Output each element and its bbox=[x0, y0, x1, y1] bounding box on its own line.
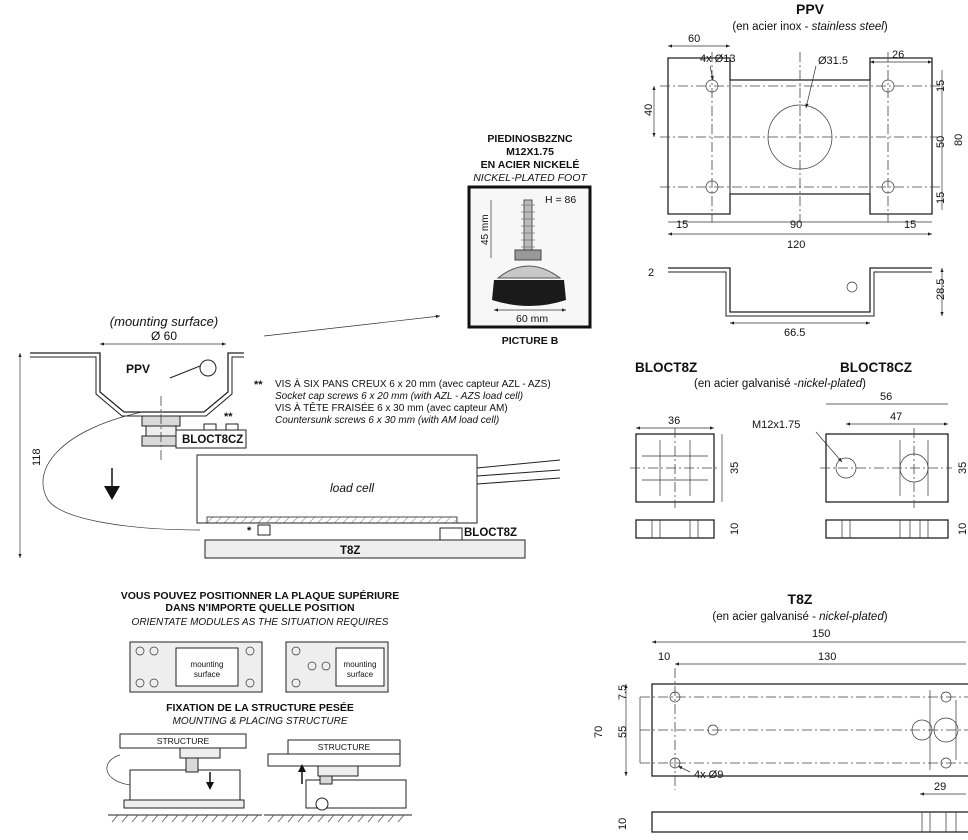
assembly-t8z-label: T8Z bbox=[340, 545, 360, 557]
dim-28-5: 28.5 bbox=[935, 279, 947, 300]
assembly-stars-two: ** bbox=[224, 411, 233, 423]
bloct8cz-dim-47: 47 bbox=[890, 411, 902, 423]
dim-15-bottom: 15 bbox=[935, 192, 947, 204]
foot-picture-block: PIEDINOSB2ZNC M12X1.75 EN ACIER NICKELÉ … bbox=[467, 133, 592, 347]
note-line-2: Socket cap screws 6 x 20 mm (with AZL - … bbox=[275, 391, 523, 402]
t8z-top-view bbox=[651, 683, 968, 777]
mounting-diameter: Ø 60 bbox=[151, 329, 177, 343]
dim-15-right: 15 bbox=[904, 219, 916, 231]
screw-notes: ** VIS À SIX PANS CREUX 6 x 20 mm (avec … bbox=[254, 377, 551, 426]
dim-holes-13: 4x Ø13 bbox=[700, 53, 735, 65]
foot-caption: PICTURE B bbox=[502, 335, 559, 347]
structure-diagram-2: STRUCTURE bbox=[264, 739, 412, 823]
t8z-side-view bbox=[651, 811, 968, 833]
note-line-1: VIS À SIX PANS CREUX 6 x 20 mm (avec cap… bbox=[275, 377, 551, 390]
fixing-title: FIXATION DE LA STRUCTURE PESÉE bbox=[166, 701, 354, 714]
t8z-dim-10: 10 bbox=[658, 651, 670, 663]
dim-15-top: 15 bbox=[935, 80, 947, 92]
plate-2-label-a: mounting bbox=[344, 660, 377, 669]
assembly-bloct8cz-label: BLOCT8CZ bbox=[182, 434, 243, 446]
cable-lug bbox=[199, 359, 217, 377]
foot-45mm: 45 mm bbox=[480, 214, 491, 245]
ppv-side-profile bbox=[668, 267, 932, 313]
t8z-dim-150: 150 bbox=[812, 628, 830, 640]
orientation-section: VOUS POUVEZ POSITIONNER LA PLAQUE SUPÉRI… bbox=[106, 589, 412, 823]
orient-subtitle: ORIENTATE MODULES AS THE SITUATION REQUI… bbox=[132, 617, 389, 628]
plate-1-label-a: mounting bbox=[191, 660, 224, 669]
foot-rubber-base bbox=[492, 280, 566, 306]
orientation-plate-2: mounting surface bbox=[285, 641, 389, 693]
dim-50: 50 bbox=[935, 136, 947, 148]
dim-120: 120 bbox=[787, 239, 805, 251]
dim-2: 2 bbox=[648, 267, 654, 279]
bloct8cz-dim-10: 10 bbox=[957, 523, 968, 535]
dim-80: 80 bbox=[953, 134, 965, 146]
assembly-star-one: * bbox=[247, 525, 252, 537]
foot-material-fr: EN ACIER NICKELÉ bbox=[481, 158, 580, 171]
bloct8cz-title: BLOCT8CZ bbox=[840, 360, 912, 375]
t8z-holes: 4x Ø9 bbox=[694, 769, 723, 781]
structure-diagram-1: STRUCTURE bbox=[106, 733, 262, 823]
fixing-subtitle: MOUNTING & PLACING STRUCTURE bbox=[172, 716, 347, 727]
orient-title-line-2: DANS N'IMPORTE QUELLE POSITION bbox=[165, 602, 354, 614]
t8z-dim-130: 130 bbox=[818, 651, 836, 663]
assembly-height-118: 118 bbox=[31, 448, 43, 466]
structure-2-label: STRUCTURE bbox=[318, 742, 371, 752]
bloct8z-dim-35: 35 bbox=[729, 462, 741, 474]
t8z-dim-7-5: 7.5 bbox=[617, 685, 629, 700]
foot-60mm: 60 mm bbox=[516, 313, 548, 325]
note-stars: ** bbox=[254, 379, 263, 391]
load-cell-label: load cell bbox=[330, 481, 374, 495]
t8z-title: T8Z bbox=[788, 591, 813, 607]
assembly-bloct8z-label: BLOCT8Z bbox=[464, 527, 517, 539]
bloct8cz-thread: M12x1.75 bbox=[752, 419, 800, 431]
t8z-subtitle: (en acier galvanisé - nickel-plated) bbox=[712, 611, 887, 623]
down-arrow bbox=[104, 486, 120, 500]
foot-dome bbox=[496, 265, 562, 279]
bloct8z-side-view bbox=[635, 519, 715, 539]
orientation-plate-1: mounting surface bbox=[129, 641, 263, 693]
note-line-3: VIS À TÊTE FRAISÉE 6 x 30 mm (avec capte… bbox=[275, 401, 508, 414]
note-line-4: Countersunk screws 6 x 30 mm (with AM lo… bbox=[275, 415, 499, 426]
assembly-t8z bbox=[204, 539, 526, 559]
foot-material-en: NICKEL-PLATED FOOT bbox=[473, 172, 588, 184]
t8z-dim-29: 29 bbox=[934, 781, 946, 793]
t8z-dim-10-side: 10 bbox=[617, 818, 629, 830]
dim-66-5: 66.5 bbox=[784, 327, 805, 339]
bloct8cz-dim-35: 35 bbox=[957, 462, 968, 474]
orient-title-line-1: VOUS POUVEZ POSITIONNER LA PLAQUE SUPÉRI… bbox=[121, 589, 399, 602]
t8z-dim-55: 55 bbox=[617, 726, 629, 738]
foot-height: H = 86 bbox=[545, 194, 576, 206]
dim-26: 26 bbox=[892, 49, 904, 61]
foot-nut bbox=[514, 249, 542, 261]
plate-1-label-b: surface bbox=[194, 670, 221, 679]
dim-90: 90 bbox=[790, 219, 802, 231]
blocks-subtitle: (en acier galvanisé -nickel-plated) bbox=[694, 378, 866, 390]
ppv-drawing: PPV (en acier inox - stainless steel) 60… bbox=[643, 1, 965, 339]
assembly-drawing: (mounting surface) Ø 60 PPV BLOCT8CZ ** … bbox=[18, 314, 561, 559]
t8z-dim-70: 70 bbox=[593, 726, 605, 738]
dim-40: 40 bbox=[643, 104, 655, 116]
bloct8cz-dim-56: 56 bbox=[880, 391, 892, 403]
structure-1-label: STRUCTURE bbox=[157, 736, 210, 746]
dim-dia-31: Ø31.5 bbox=[818, 55, 848, 67]
bloct8z-dim-10: 10 bbox=[729, 523, 741, 535]
ppv-subtitle: (en acier inox - stainless steel) bbox=[732, 21, 888, 33]
foot-thread: M12X1.75 bbox=[506, 146, 554, 158]
plate-2-label-b: surface bbox=[347, 670, 374, 679]
assembly-ppv-label: PPV bbox=[126, 362, 150, 376]
bloct8z-title: BLOCT8Z bbox=[635, 360, 697, 375]
mounting-surface-label: (mounting surface) bbox=[110, 314, 218, 329]
blocks-drawing: BLOCT8Z BLOCT8CZ (en acier galvanisé -ni… bbox=[630, 360, 968, 539]
assembly-ppv bbox=[30, 352, 244, 413]
foot-code: PIEDINOSB2ZNC bbox=[487, 133, 573, 145]
ppv-title: PPV bbox=[796, 1, 825, 17]
bloct8cz-side-view bbox=[825, 519, 949, 539]
dim-15-left: 15 bbox=[676, 219, 688, 231]
dim-60: 60 bbox=[688, 33, 700, 45]
t8z-drawing: T8Z (en acier galvanisé - nickel-plated)… bbox=[593, 591, 968, 833]
bloct8z-dim-36: 36 bbox=[668, 415, 680, 427]
